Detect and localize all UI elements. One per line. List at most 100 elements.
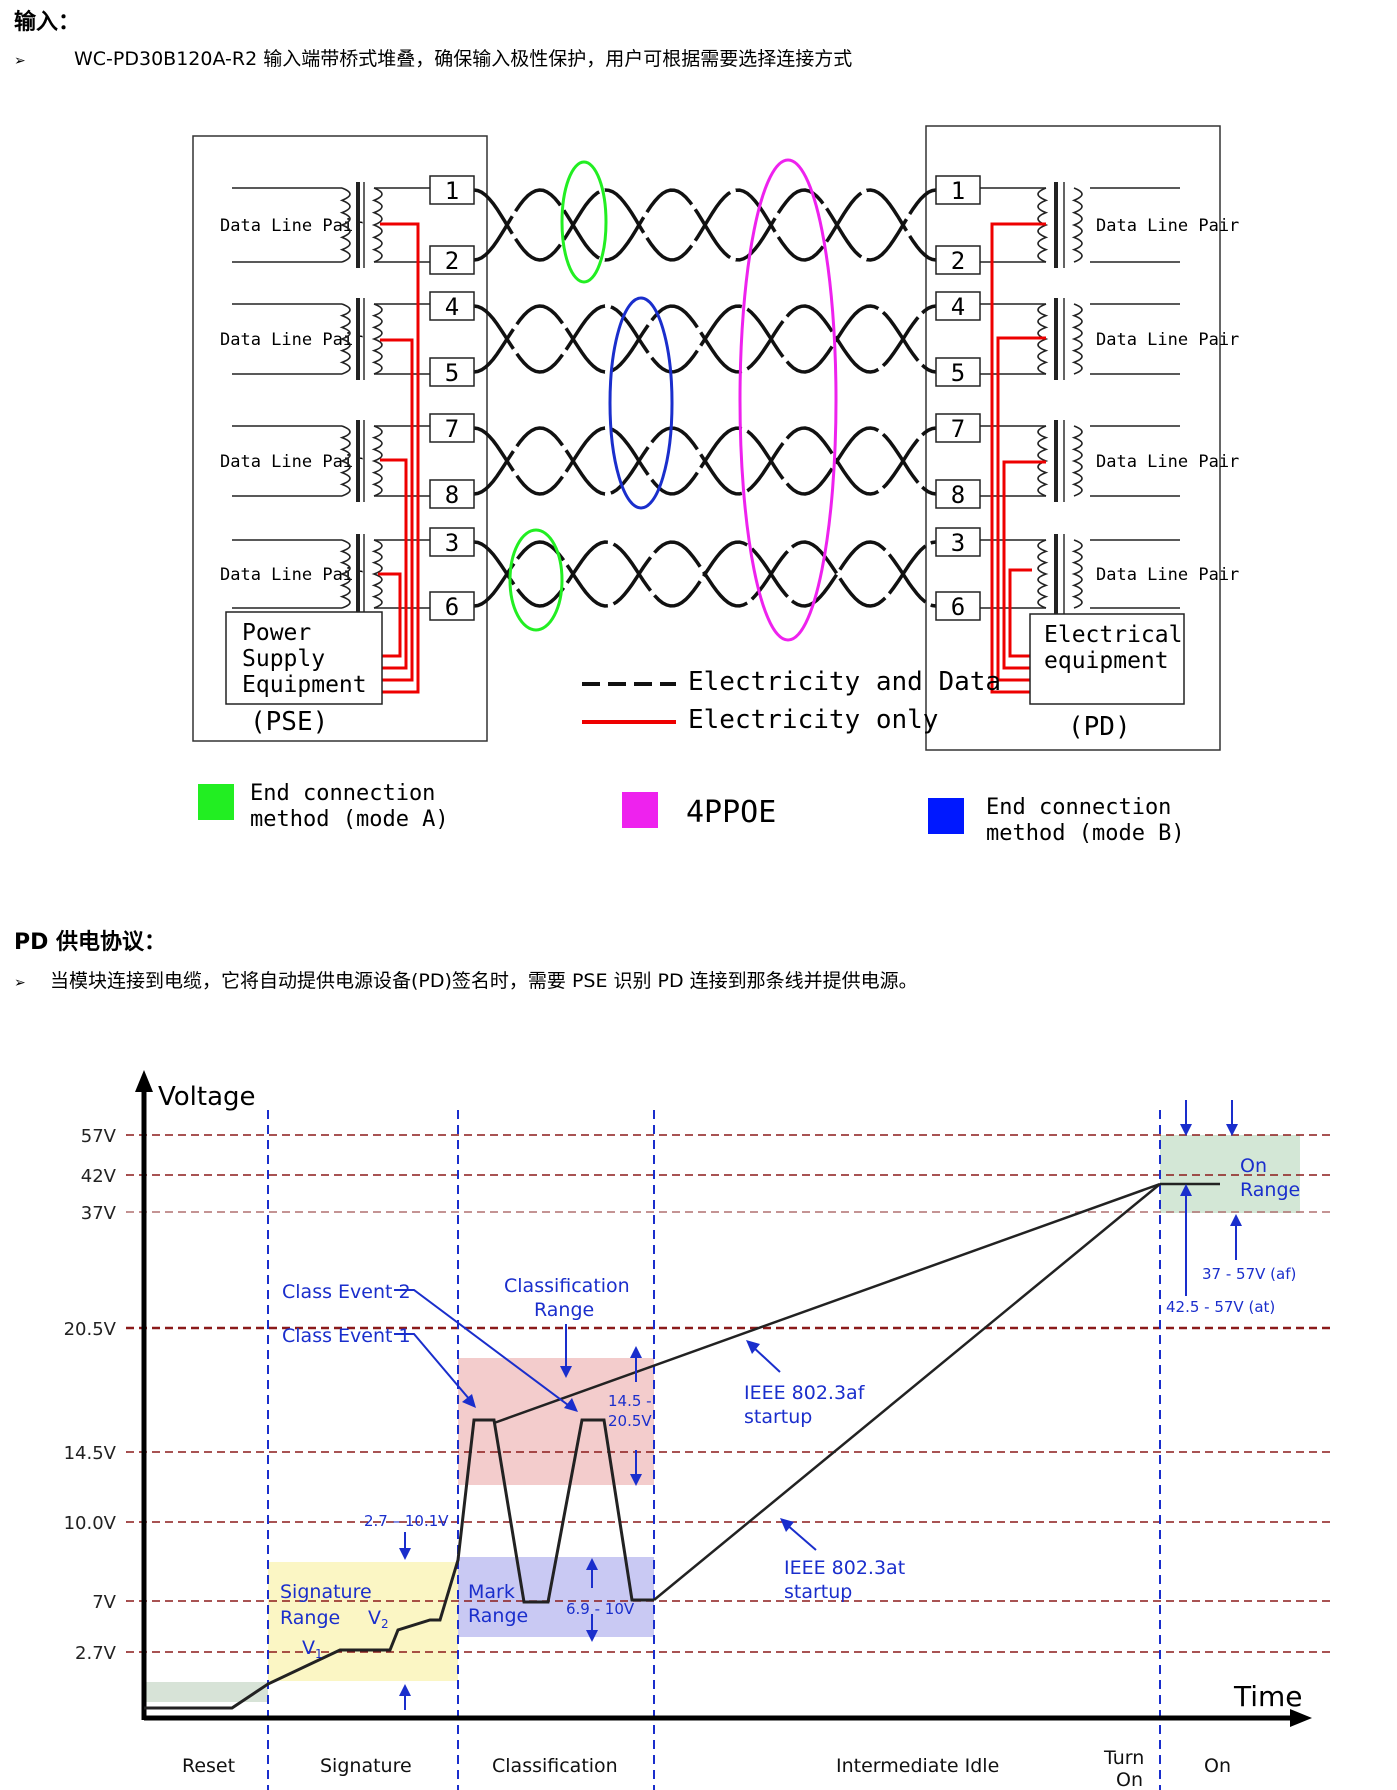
pin-terminal bbox=[429, 527, 475, 557]
input-bullet-text: WC-PD30B120A-R2 输入端带桥式堆叠，确保输入极性保护，用户可根据需… bbox=[74, 48, 853, 70]
pd-frame bbox=[925, 125, 1221, 751]
data-line-pair-label: Data Line Pair bbox=[1096, 216, 1239, 236]
af-startup-label-1: IEEE 802.3af bbox=[744, 1382, 866, 1404]
range-14-20-label-1: 14.5 - bbox=[608, 1392, 652, 1410]
mark-range-label-2: Range bbox=[468, 1605, 528, 1627]
mark-voltage-label: 6.9 - 10V bbox=[566, 1600, 635, 1618]
voltage-level-label: 7V bbox=[92, 1592, 116, 1613]
mark-range-zone bbox=[458, 1557, 654, 1637]
legend-blue-swatch bbox=[928, 798, 964, 834]
legend-green-swatch bbox=[198, 784, 234, 820]
annotation-arrowheads bbox=[399, 1124, 1242, 1696]
pse-box-line3: Equipment bbox=[242, 672, 367, 698]
at-range-label: 42.5 - 57V (at) bbox=[1166, 1298, 1275, 1316]
x-axis-label: Time bbox=[1233, 1680, 1303, 1713]
data-line-pair-label: Data Line Pair bbox=[220, 330, 363, 350]
data-line-pair-label: Data Line Pair bbox=[220, 216, 363, 236]
x-axis-arrow-icon bbox=[1290, 1709, 1312, 1727]
pin-terminal bbox=[429, 291, 475, 321]
signature-range-label-1: Signature bbox=[280, 1581, 372, 1603]
pse-power-rails bbox=[378, 222, 420, 694]
pd-bullet-text: 当模块连接到电缆，它将自动提供电源设备(PD)签名时，需要 PSE 识别 PD … bbox=[50, 970, 918, 992]
classification-range-label-2: Range bbox=[534, 1299, 594, 1321]
legend-blue-label-1: End connection bbox=[986, 795, 1171, 820]
af-startup-line bbox=[493, 1182, 1161, 1425]
class-event-1-label: Class Event 1 bbox=[282, 1325, 411, 1347]
pse-box-line1: Power bbox=[242, 620, 311, 646]
pin-terminal bbox=[935, 175, 981, 205]
pin-number: 2 bbox=[445, 247, 459, 275]
at-startup-line bbox=[653, 1183, 1161, 1601]
pin-number: 4 bbox=[445, 293, 459, 321]
legend-solid-label: Electricity only bbox=[688, 705, 938, 735]
section-title-input: 输入： bbox=[14, 10, 81, 35]
phase-signature: Signature bbox=[320, 1755, 412, 1777]
legend-blue-label-2: method (mode B) bbox=[986, 821, 1185, 846]
at-startup-label-2: startup bbox=[784, 1581, 852, 1603]
pse-box bbox=[225, 611, 383, 705]
voltage-level-label: 37V bbox=[81, 1203, 117, 1224]
phase-turn-on-2: On bbox=[1116, 1769, 1143, 1790]
pse-frame bbox=[192, 135, 488, 742]
class-event-2-label: Class Event 2 bbox=[282, 1281, 411, 1303]
voltage-level-label: 14.5V bbox=[64, 1443, 117, 1464]
pd-power-rails bbox=[990, 222, 1046, 694]
range-14-20-label-2: 20.5V bbox=[608, 1412, 652, 1430]
twisted-pair-cables bbox=[473, 188, 937, 608]
phase-on: On bbox=[1204, 1755, 1231, 1777]
pin-terminal bbox=[429, 357, 475, 387]
phase-turn-on-1: Turn bbox=[1103, 1747, 1144, 1769]
on-range-zone bbox=[1160, 1135, 1300, 1213]
phase-classification: Classification bbox=[492, 1755, 618, 1777]
pin-number: 8 bbox=[951, 481, 965, 509]
4ppoe-ellipse bbox=[738, 158, 838, 642]
pin-terminal bbox=[935, 591, 981, 621]
af-startup-label-2: startup bbox=[744, 1406, 812, 1428]
mode-a-ellipse-bottom bbox=[508, 528, 564, 632]
legend-magenta-label: 4PPOE bbox=[686, 795, 776, 830]
pin-number: 1 bbox=[445, 177, 459, 205]
legend-green-label-2: method (mode A) bbox=[250, 807, 449, 832]
phase-reset: Reset bbox=[182, 1755, 235, 1777]
phase-separators bbox=[267, 1110, 1161, 1790]
pin-terminal bbox=[935, 245, 981, 275]
pin-terminal bbox=[429, 413, 475, 443]
pin-number: 4 bbox=[951, 293, 965, 321]
voltage-level-label: 10.0V bbox=[64, 1513, 117, 1534]
voltage-level-label: 42V bbox=[81, 1166, 117, 1187]
pin-number: 6 bbox=[951, 593, 965, 621]
data-line-pair-label: Data Line Pair bbox=[1096, 330, 1239, 350]
v1-label: V1 bbox=[302, 1637, 323, 1661]
pin-terminal bbox=[935, 527, 981, 557]
on-range-label-2: Range bbox=[1240, 1179, 1300, 1201]
pd-bullet: ➢当模块连接到电缆，它将自动提供电源设备(PD)签名时，需要 PSE 识别 PD… bbox=[14, 966, 918, 993]
phase-intermediate-idle: Intermediate Idle bbox=[836, 1755, 999, 1777]
pin-number: 2 bbox=[951, 247, 965, 275]
pd-box bbox=[1029, 613, 1185, 705]
pin-terminal bbox=[935, 413, 981, 443]
data-line-pair-label: Data Line Pair bbox=[1096, 452, 1239, 472]
voltage-level-label: 20.5V bbox=[64, 1319, 117, 1340]
section-title-pd-protocol: PD 供电协议： bbox=[14, 930, 167, 955]
v2-label: V2 bbox=[368, 1607, 389, 1631]
data-line-pair-label: Data Line Pair bbox=[220, 452, 363, 472]
pin-number: 7 bbox=[951, 415, 965, 443]
y-axis-label: Voltage bbox=[158, 1082, 256, 1112]
input-bullet: ➢WC-PD30B120A-R2 输入端带桥式堆叠，确保输入极性保护，用户可根据… bbox=[14, 44, 852, 71]
reset-zone bbox=[144, 1682, 268, 1702]
data-line-pair-label: Data Line Pair bbox=[220, 565, 363, 585]
signature-voltage-label: 2.7 – 10.1V bbox=[364, 1512, 449, 1530]
pin-terminal bbox=[935, 291, 981, 321]
pin-number: 8 bbox=[445, 481, 459, 509]
pd-tag: (PD) bbox=[1068, 712, 1131, 742]
pin-terminal bbox=[429, 591, 475, 621]
at-startup-label-1: IEEE 802.3at bbox=[784, 1557, 905, 1579]
pin-number: 3 bbox=[445, 529, 459, 557]
pse-box-line2: Supply bbox=[242, 646, 325, 672]
pd-box-line1: Electrical bbox=[1044, 622, 1182, 648]
